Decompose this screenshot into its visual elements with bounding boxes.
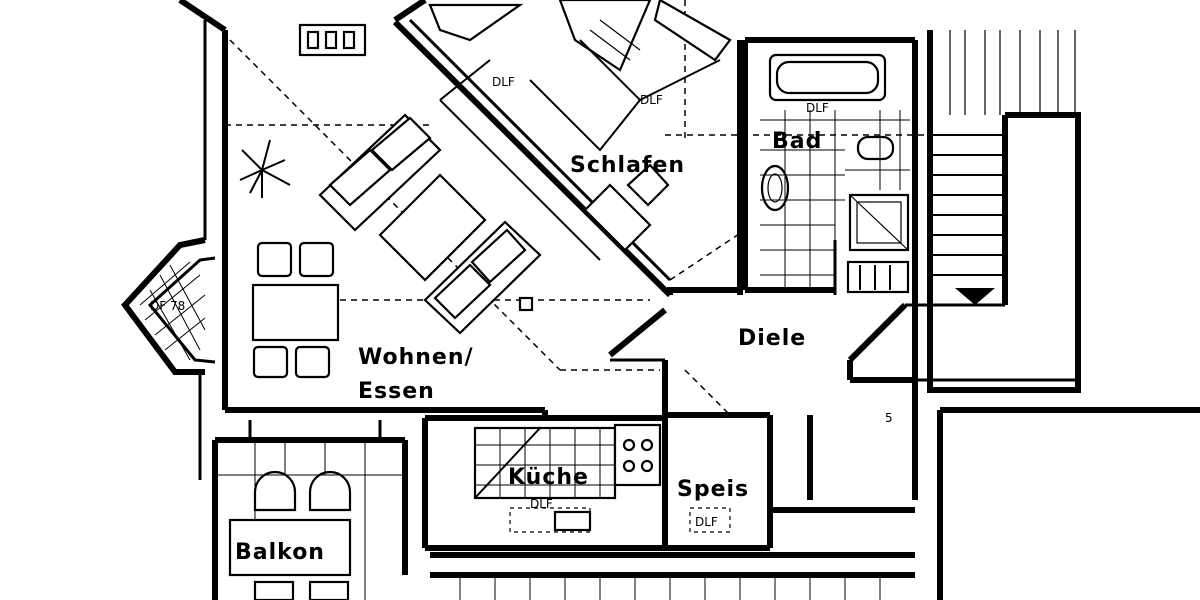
label-schlafen: Schlafen: [570, 153, 685, 178]
bathroom-fixtures: [760, 53, 910, 294]
dlf-label: DLF: [695, 515, 718, 529]
corridor-tiles: [459, 575, 881, 600]
living-furniture: [239, 113, 542, 379]
dlf-label: DLF: [640, 93, 663, 107]
label-balkon: Balkon: [235, 540, 325, 565]
stairs: [930, 30, 1076, 305]
bedroom-furniture: [439, 39, 721, 261]
room-labels: Schlafen Bad Diele Wohnen/ Essen Küche S…: [235, 129, 822, 565]
bay-window-tiles: [139, 261, 206, 361]
label-diele: Diele: [738, 326, 806, 351]
walls: [121, 0, 1200, 600]
dlf-label: DLF: [806, 101, 829, 115]
window-label: DF 78: [150, 299, 185, 313]
balcony-furniture: [215, 440, 405, 600]
label-kueche: Küche: [508, 465, 589, 490]
kitchen-fixtures: [473, 423, 662, 533]
stair-mark-label: 5: [885, 411, 893, 425]
speis-fixtures: [689, 507, 731, 533]
label-speis: Speis: [677, 477, 749, 502]
plant-icon: [239, 139, 291, 198]
bath-floor-tiles: [760, 110, 910, 290]
dlf-label: DLF: [492, 75, 515, 89]
dlf-label: DLF: [530, 497, 553, 511]
annotations: DLF DLF DLF DLF DLF DF 78 5: [150, 75, 893, 529]
label-bad: Bad: [772, 129, 822, 154]
label-wohnen: Wohnen/: [358, 345, 474, 370]
label-essen: Essen: [358, 379, 435, 404]
roof-windows: [298, 0, 732, 72]
